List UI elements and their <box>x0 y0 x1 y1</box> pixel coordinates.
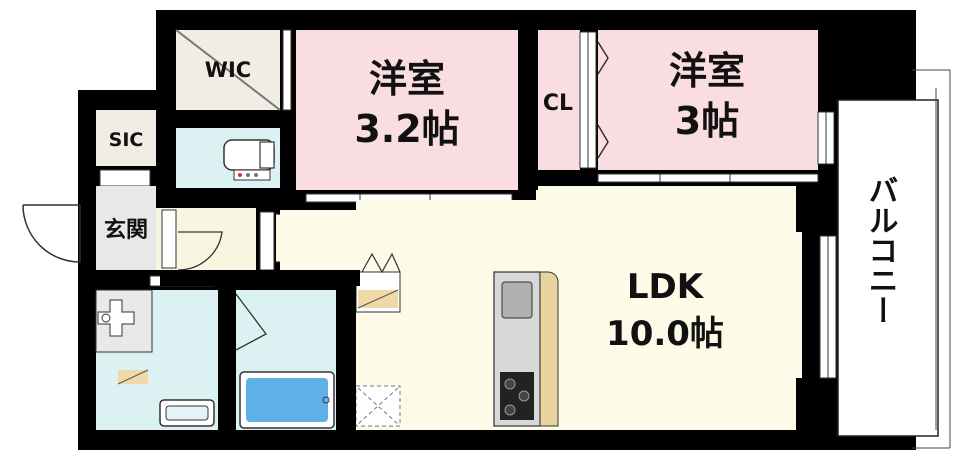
entrance: 玄関 <box>22 186 256 271</box>
wic-label: WIC <box>205 58 251 82</box>
sic-room: SIC <box>96 110 156 166</box>
ldk-size: 10.0帖 <box>606 314 724 354</box>
western-room-1-size: 3.2帖 <box>354 107 459 151</box>
western-room-1: 洋室 3.2帖 <box>296 30 518 190</box>
ldk-room: LDK 10.0帖 <box>280 186 802 430</box>
western-room-2-size: 3帖 <box>675 99 739 143</box>
balcony-label: バルコニー <box>863 175 898 325</box>
toilet-room <box>176 128 280 188</box>
closet: CL <box>538 30 597 170</box>
western-room-2: 洋室 3帖 <box>597 30 818 170</box>
wic-room: WIC <box>175 29 292 111</box>
kitchen-counter <box>493 271 559 427</box>
entrance-label: 玄関 <box>104 217 148 243</box>
ldk-storage <box>355 252 401 427</box>
sic-label: SIC <box>109 129 144 151</box>
western-room-2-name: 洋室 <box>669 49 745 93</box>
washroom <box>95 275 218 430</box>
closet-label: CL <box>543 91 573 116</box>
bathroom <box>219 290 336 430</box>
balcony: バルコニー <box>837 69 951 449</box>
western-room-1-name: 洋室 <box>369 57 445 101</box>
ldk-name: LDK <box>627 267 705 307</box>
